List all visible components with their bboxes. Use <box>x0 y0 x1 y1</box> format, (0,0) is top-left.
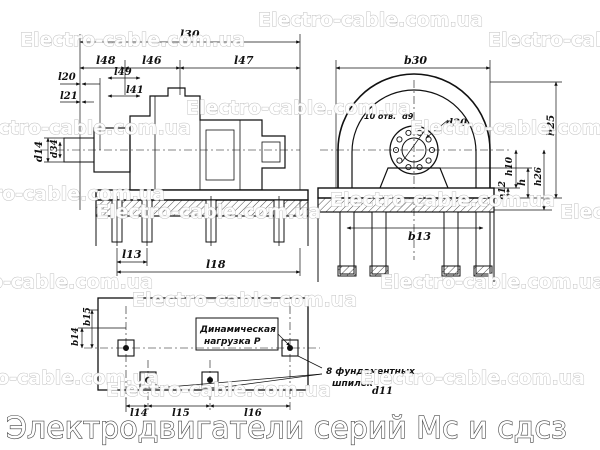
bolt-hole <box>405 129 412 136</box>
dim-h26: h26 <box>534 166 544 186</box>
drawing-notes: 10 отв. d9 Динамическая нагрузка P 8 фун… <box>199 112 416 389</box>
watermark: Electro-cable.com.ua <box>0 183 165 205</box>
dim-d34: d34 <box>50 139 60 158</box>
dim-h12: h12 <box>498 181 508 200</box>
watermark: Electro-cable.com.ua <box>0 367 159 389</box>
watermark: Electro-cable.com.ua <box>0 117 191 139</box>
dim-l20: l20 <box>58 72 76 83</box>
watermark: Electro-cable.com.ua <box>96 201 321 223</box>
watermarks: Electro-cable.com.ua Electro-cable.com.u… <box>0 9 600 402</box>
dim-l15: l15 <box>172 408 190 419</box>
dim-l21: l21 <box>60 91 78 102</box>
dim-b15: b15 <box>83 307 93 326</box>
dim-l30: l30 <box>180 28 200 41</box>
bolt-hole <box>405 164 412 171</box>
watermark: Electro-cable.com.ua <box>560 201 600 223</box>
dimension-labels: l30 l48 l46 l47 l20 l49 l41 l21 d14 d34 … <box>34 28 557 419</box>
watermark: Electro-cable.com.ua <box>410 117 600 139</box>
dim-l46: l46 <box>142 54 162 67</box>
dim-l48: l48 <box>96 54 116 67</box>
watermark: Electro-cable.com.ua <box>20 29 245 51</box>
watermark: Electro-cable.com.ua <box>330 189 555 211</box>
bolt-hole <box>416 164 423 171</box>
dim-l47: l47 <box>234 54 254 67</box>
caption-title: Электродвигатели серий Мс и сдсз <box>6 411 567 446</box>
dim-b14: b14 <box>71 327 81 346</box>
holes-note-dim: d9 <box>402 112 414 121</box>
watermark: Electro-cable.com.ua <box>258 9 483 31</box>
dim-l13: l13 <box>122 248 142 261</box>
dim-l14: l14 <box>130 408 148 419</box>
watermark: Electro-cable.com.ua <box>106 379 331 401</box>
plan-view <box>78 297 323 412</box>
dynamic-load-line-1: Динамическая <box>199 325 276 335</box>
bolt-hole <box>425 157 432 164</box>
foundation-holes <box>117 306 299 410</box>
dynamic-load-line-2: нагрузка P <box>204 337 261 347</box>
watermark: Electro-cable.com.ua <box>0 271 153 293</box>
watermark: Electro-cable.com.ua <box>132 289 357 311</box>
bolt-hole <box>416 129 423 136</box>
dim-d11: d11 <box>372 386 393 397</box>
dim-h: h <box>517 179 528 186</box>
dim-l16: l16 <box>244 408 262 419</box>
studs-note-line-2: шпилек <box>332 379 374 389</box>
dim-l18: l18 <box>206 258 226 271</box>
watermark: Electro-cable.com.ua <box>488 29 600 51</box>
bolt-hole <box>396 136 403 143</box>
dim-b30: b30 <box>404 54 427 67</box>
watermark: Electro-cable.com.ua <box>360 367 585 389</box>
dim-l41: l41 <box>126 85 144 96</box>
dim-h10: h10 <box>505 156 515 176</box>
studs-note-line-1: 8 фундаментных <box>326 367 416 377</box>
watermark: Electro-cable.com.ua <box>380 271 600 293</box>
foundation-bolts-front <box>337 211 493 277</box>
dim-b13: b13 <box>408 230 431 243</box>
front-view <box>317 60 562 282</box>
dim-h25: h25 <box>546 115 557 136</box>
side-view <box>40 34 309 276</box>
holes-note-prefix: 10 отв. <box>364 112 396 121</box>
bolt-hole <box>396 157 403 164</box>
dim-d14: d14 <box>34 141 45 162</box>
dim-l49: l49 <box>114 67 132 78</box>
dim-d30: d30 <box>446 118 467 129</box>
foundation-bolts-side <box>111 196 285 246</box>
watermark: Electro-cable.com.ua <box>186 97 411 119</box>
